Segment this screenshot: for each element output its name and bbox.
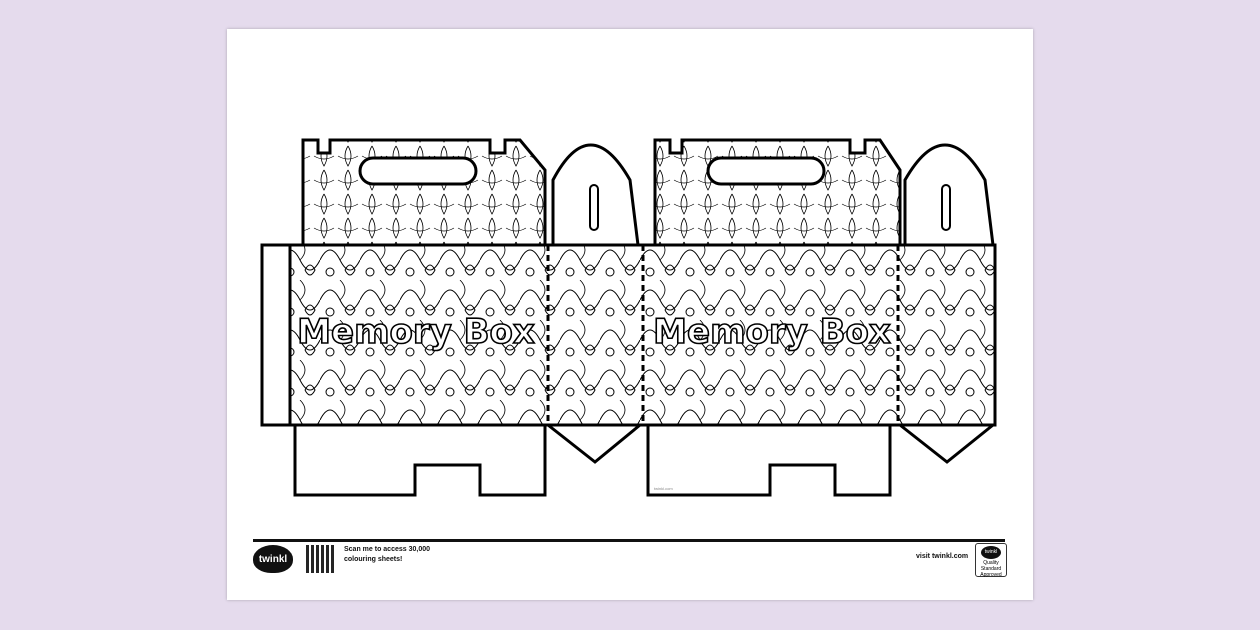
handle-hole	[358, 156, 478, 186]
badge-caption: Quality Standard Approved	[980, 560, 1002, 578]
twinkl-logo: twinkl	[253, 545, 293, 573]
box-right-half	[646, 138, 995, 497]
visit-link[interactable]: visit twinkl.com	[916, 553, 969, 560]
fold-lines	[288, 243, 997, 427]
handle-hole	[706, 156, 826, 186]
footer-divider	[253, 539, 1005, 542]
small-url: twinkl.com	[654, 486, 673, 491]
qr-code[interactable]	[306, 545, 334, 573]
panel-title: Memory Box	[653, 312, 891, 352]
quality-badge: twinkl Quality Standard Approved	[975, 543, 1007, 578]
badge-logo: twinkl	[981, 546, 1001, 559]
scan-text: Scan me to access 30,000 colouring sheet…	[344, 546, 431, 563]
panel-title: Memory Box	[297, 312, 535, 352]
box-left-half	[260, 138, 641, 497]
